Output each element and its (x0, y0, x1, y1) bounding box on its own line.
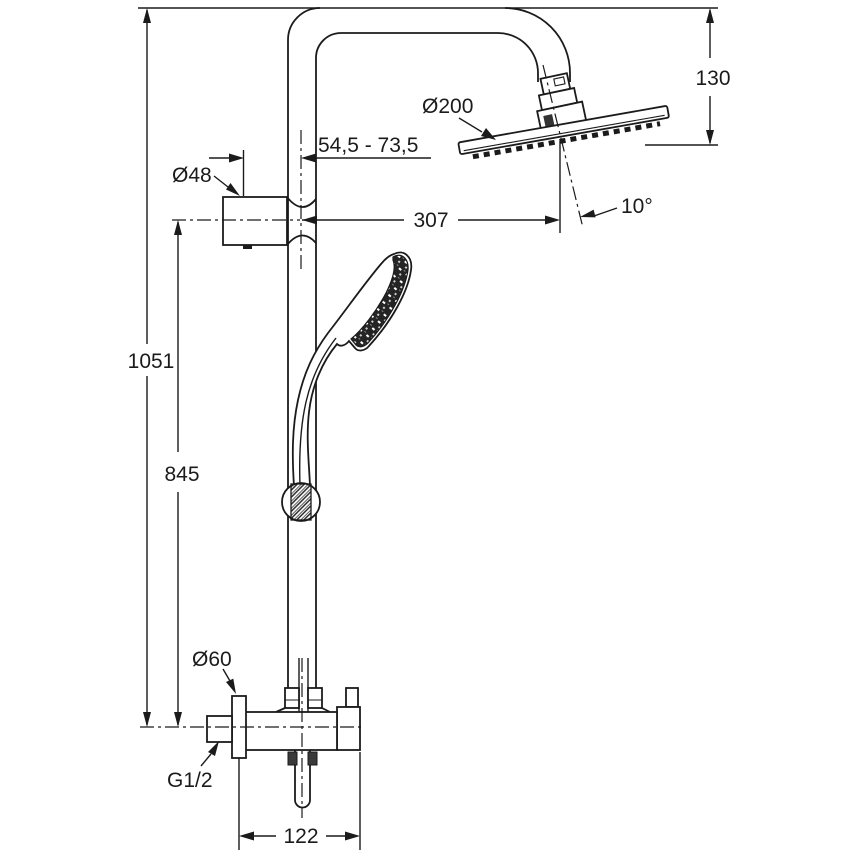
mixer-valve (206, 687, 361, 809)
part-label: Ø60 (192, 648, 232, 671)
wall-bracket (222, 196, 317, 249)
arrowhead-icon (302, 215, 317, 225)
valve-right-cap (336, 706, 361, 751)
outlet-seal-left (287, 751, 298, 766)
hand-shower-spray-face (350, 254, 409, 348)
riser-nut-right (307, 687, 323, 709)
arrowhead-icon (226, 183, 240, 196)
label-bracket-diameter: Ø48 (172, 164, 240, 196)
label-escutcheon-diameter: Ø60 (192, 648, 236, 694)
wall-connection-nipple (206, 715, 233, 743)
dimension-label: 10° (621, 195, 653, 218)
arrowhead-icon (706, 130, 714, 145)
extension-line (238, 752, 361, 850)
inner-tube (298, 658, 309, 712)
dimension-label: 307 (413, 209, 448, 232)
label-thread: G1/2 (167, 741, 219, 792)
dim-bracket-height: 845 (164, 220, 200, 727)
overhead-shower-plate (457, 105, 670, 160)
arrowhead-icon (345, 831, 360, 841)
label-head-diameter: Ø200 (422, 95, 496, 140)
dimension-label: 54,5 - 73,5 (318, 134, 418, 157)
hand-shower-holder (281, 482, 321, 522)
arrowhead-icon (226, 678, 236, 694)
arrowhead-icon (580, 209, 596, 218)
dimension-label: 1051 (128, 350, 175, 373)
valve-body (244, 711, 338, 751)
arrowhead-icon (301, 153, 316, 163)
leader-labels: Ø200 Ø48 Ø60 G1/2 (167, 95, 496, 792)
dim-total-height: 1051 (128, 8, 175, 727)
arrowhead-icon (174, 712, 182, 727)
bracket-foot (243, 245, 252, 249)
arrowhead-icon (229, 153, 244, 163)
dim-reach: 307 (302, 209, 560, 232)
hose-outlet (294, 750, 311, 809)
part-label: Ø48 (172, 164, 212, 187)
riser-nut-left (284, 687, 300, 709)
arrowhead-icon (545, 215, 560, 225)
dimensions: 1051 845 130 307 (128, 7, 731, 850)
spray-nozzles (472, 121, 661, 160)
arrowhead-icon (239, 831, 254, 841)
arrowhead-icon (481, 128, 496, 140)
dimension-label: 130 (695, 67, 730, 90)
dimension-label: 122 (283, 825, 318, 848)
dim-tilt-angle: 10° (580, 195, 653, 218)
arrowhead-icon (143, 8, 151, 23)
outlet-seal-right (307, 751, 318, 766)
hand-shower (291, 251, 413, 487)
arrowhead-icon (143, 712, 151, 727)
shower-column-structure (206, 7, 670, 809)
dim-wall-clearance: 54,5 - 73,5 (209, 134, 431, 196)
handle-contour-line (298, 337, 337, 487)
dimension-label: 845 (164, 463, 199, 486)
part-label: G1/2 (167, 769, 213, 792)
holder-clamp-band (290, 483, 312, 521)
head-axis-centerline (542, 64, 584, 229)
diverter-knob (345, 687, 359, 708)
arrowhead-icon (174, 220, 182, 235)
dim-head-offset: 130 (645, 8, 731, 146)
arrowhead-icon (208, 741, 219, 756)
arrowhead-icon (706, 8, 714, 23)
part-label: Ø200 (422, 95, 473, 118)
centerlines (140, 64, 584, 818)
dim-valve-width: 122 (238, 752, 361, 850)
